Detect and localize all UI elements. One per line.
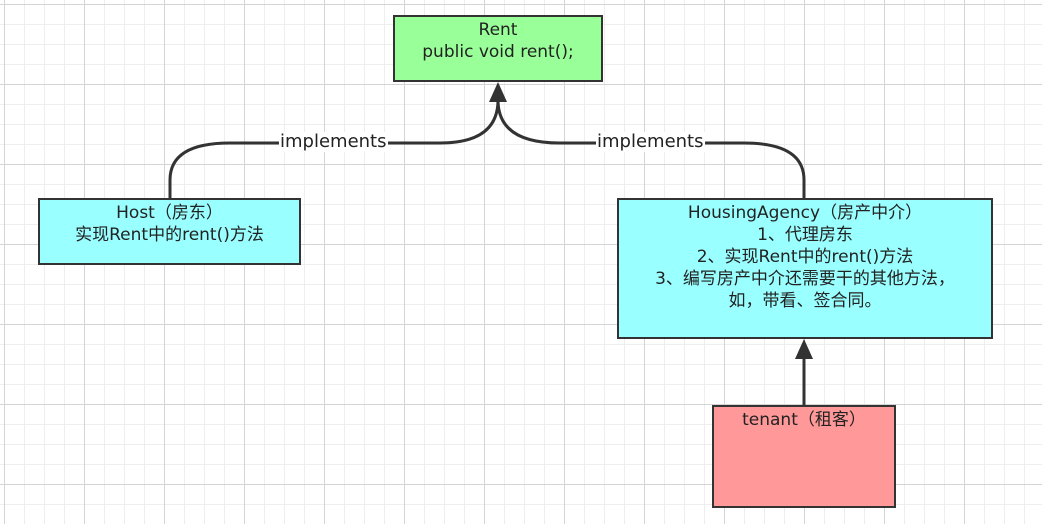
node-host-line: 实现Rent中的rent()方法 [75,225,264,245]
node-agency-line-2: 2、实现Rent中的rent()方法 [696,247,914,267]
node-host-title: Host（房东） [116,203,223,223]
node-agency-line-4: 如，带看、签合同。 [728,291,882,311]
edge-label-agency-implements: implements [596,131,705,152]
node-rent[interactable]: Rent public void rent(); [393,15,603,82]
node-rent-line: public void rent(); [422,42,574,62]
edge-agency-to-rent [496,99,806,198]
node-host[interactable]: Host（房东） 实现Rent中的rent()方法 [38,198,301,265]
arrowhead-agency [795,339,813,359]
node-agency-line-1: 1、代理房东 [757,225,853,245]
node-tenant-title: tenant（租客） [742,410,866,430]
node-housing-agency[interactable]: HousingAgency（房产中介） 1、代理房东 2、实现Rent中的ren… [617,198,993,339]
node-tenant[interactable]: tenant（租客） [712,405,896,508]
node-agency-line-3: 3、编写房产中介还需要干的其他方法， [655,269,955,289]
edge-host-to-rent [168,99,500,198]
node-agency-title: HousingAgency（房产中介） [687,203,923,223]
edge-label-host-implements: implements [279,131,388,152]
arrowhead-rent [489,82,507,102]
node-rent-title: Rent [478,20,518,40]
